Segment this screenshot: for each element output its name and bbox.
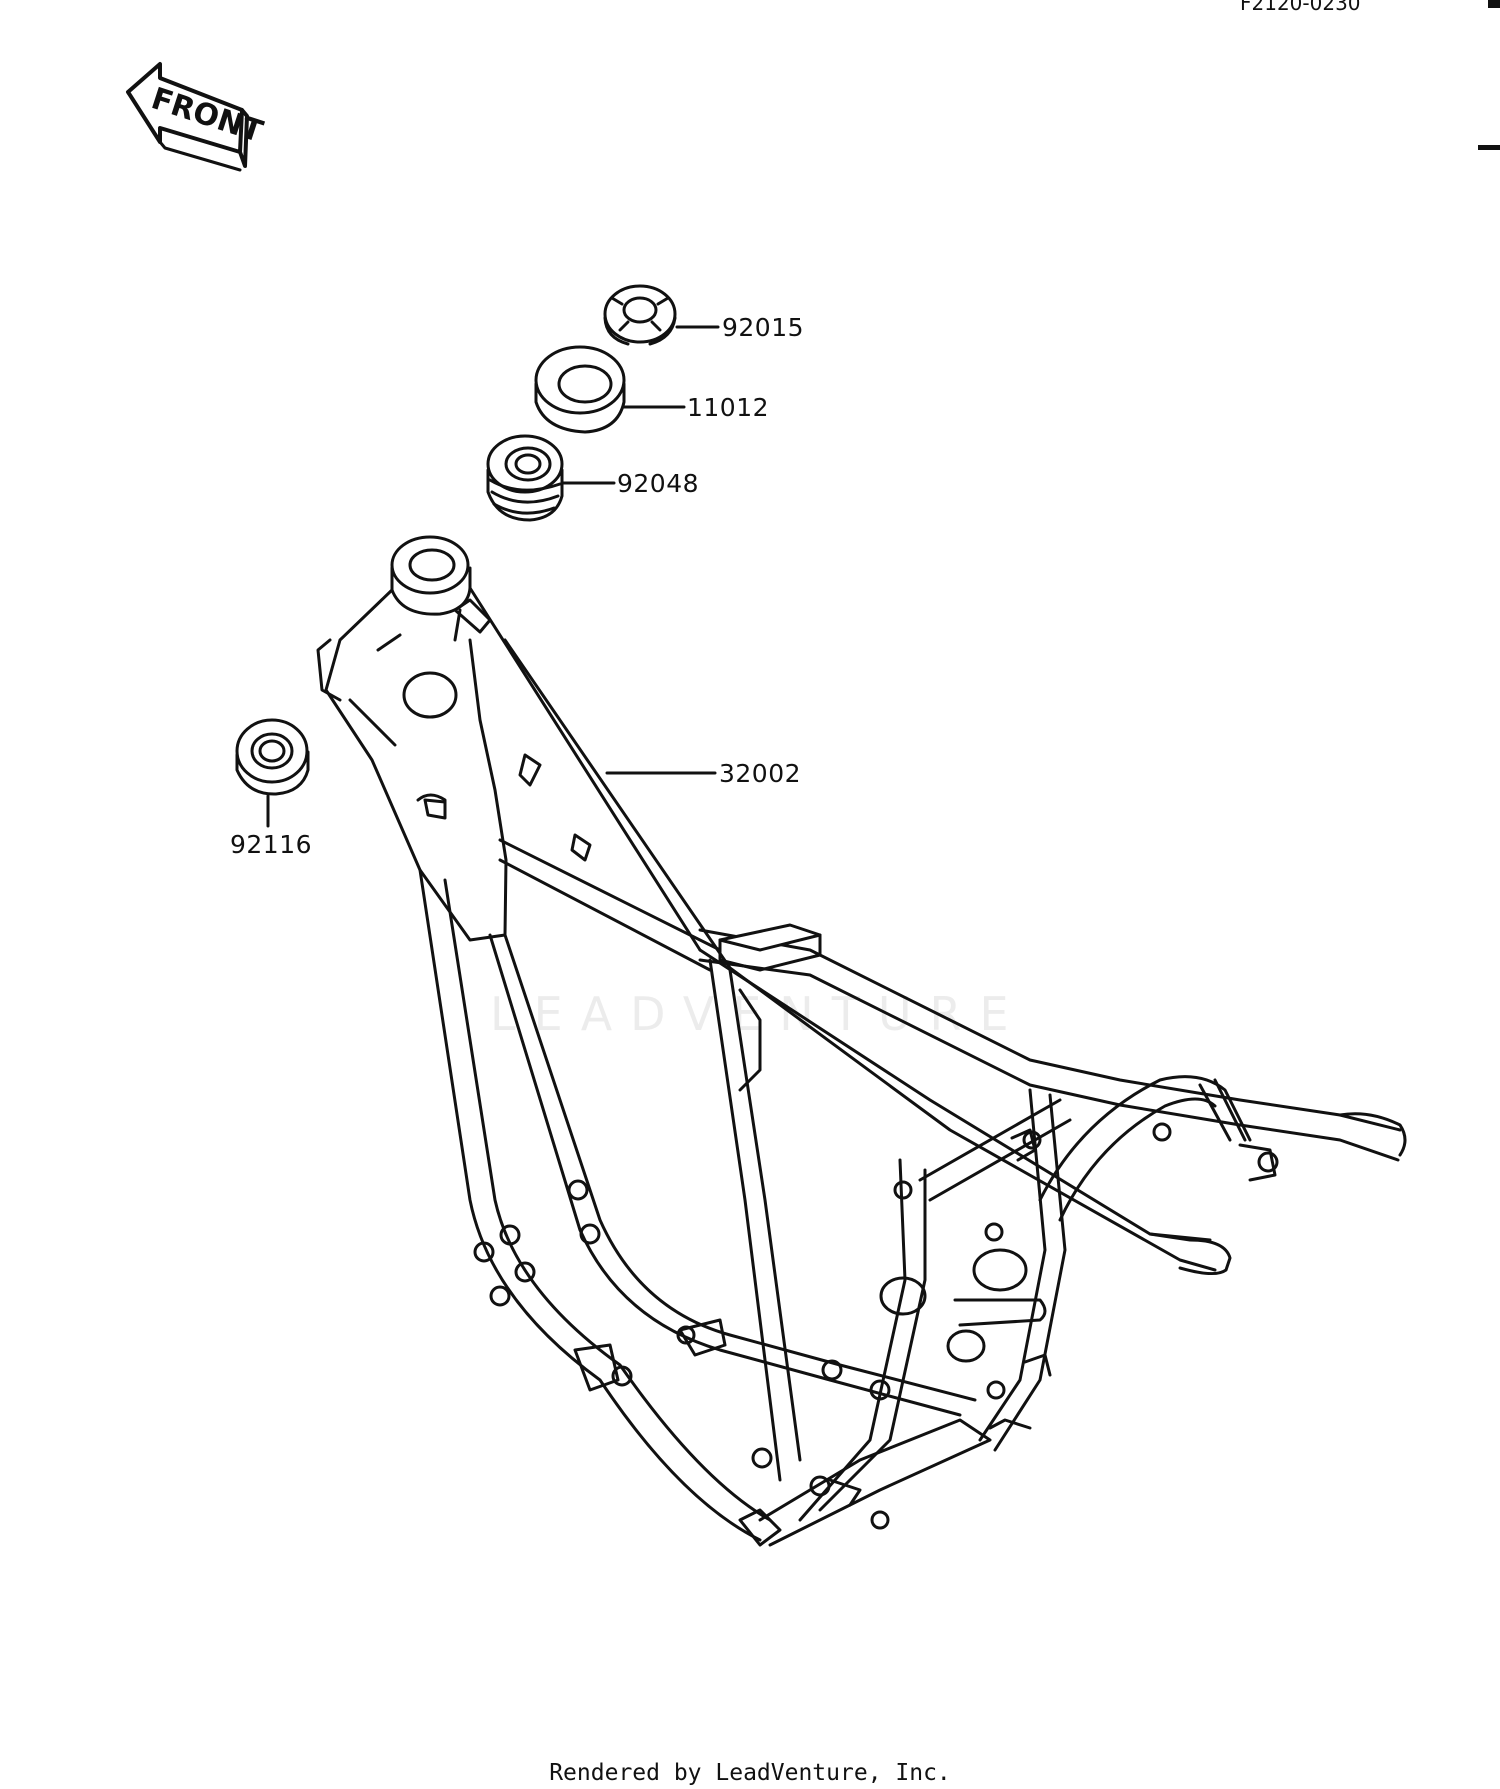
part-label-92116: 92116	[230, 830, 313, 859]
bearing-part-icon	[235, 718, 310, 796]
seal-part-icon	[486, 434, 564, 522]
part-label-92015: 92015	[722, 313, 805, 342]
cone-race-part-icon	[534, 345, 626, 434]
edge-mark-mid	[1478, 145, 1500, 150]
figure-code: F2120-0230	[1240, 0, 1361, 15]
front-arrow-icon: FRONT	[126, 62, 267, 172]
part-label-92048: 92048	[617, 469, 700, 498]
credit-line: Rendered by LeadVenture, Inc.	[549, 1760, 951, 1786]
nut-part-icon	[603, 284, 677, 346]
frame-part-icon	[316, 535, 1407, 1547]
part-label-11012: 11012	[687, 393, 770, 422]
part-label-32002: 32002	[719, 759, 802, 788]
edge-mark-top	[1488, 0, 1500, 8]
